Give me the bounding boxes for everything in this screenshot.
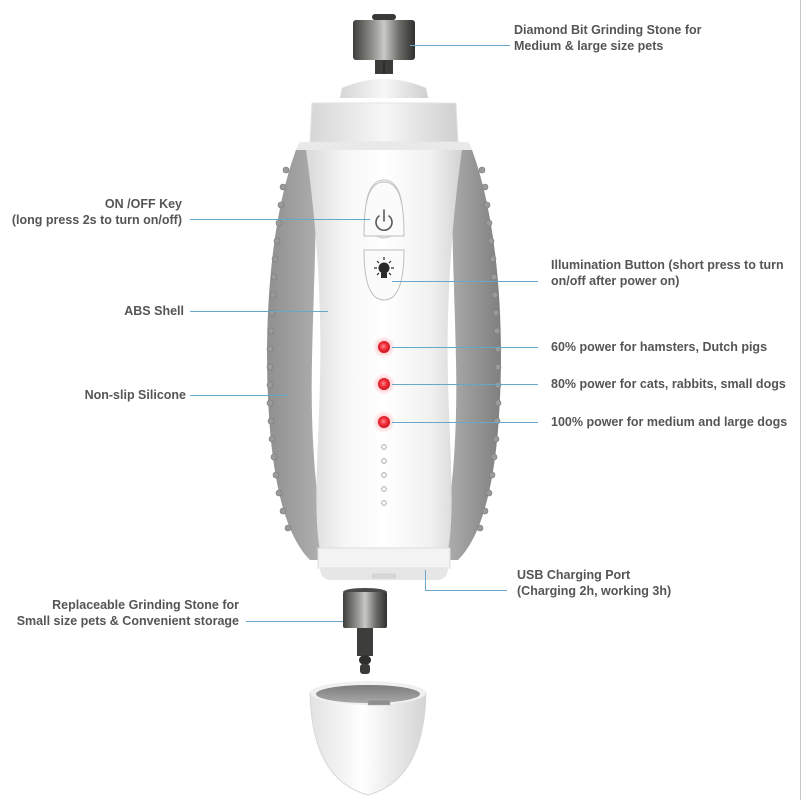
usb-port: [371, 573, 397, 579]
led-60: [378, 341, 390, 353]
button-panel: [363, 179, 405, 301]
silicone-bumps-left: [266, 166, 292, 532]
silicone-bumps-right: [476, 166, 502, 532]
leader-usb-vertical: [425, 570, 426, 590]
callout-on-off-key: ON /OFF Key (long press 2s to turn on/of…: [11, 197, 182, 227]
leader-power-100: [392, 422, 538, 423]
storage-cap: [309, 681, 427, 796]
lightbulb-icon: [374, 257, 394, 278]
led-100: [378, 416, 390, 428]
callout-non-slip-silicone: Non-slip Silicone: [84, 388, 186, 402]
leader-power-80: [392, 384, 538, 385]
battery-indicator-dots: [381, 444, 387, 506]
callout-power-60: 60% power for hamsters, Dutch pigs: [551, 340, 768, 354]
callout-usb-charging-port: USB Charging Port (Charging 2h, working …: [517, 568, 672, 598]
power-icon: [375, 209, 393, 231]
diamond-bit-stone: [353, 14, 415, 74]
image-right-border: [800, 0, 801, 800]
replaceable-grinding-stone: [343, 588, 387, 674]
leader-illumination: [392, 281, 538, 282]
power-level-leds: [373, 336, 395, 433]
callout-illumination-button: Illumination Button (short press to turn…: [551, 258, 784, 288]
leader-silicone: [190, 395, 288, 396]
leader-abs-shell: [190, 311, 328, 312]
leader-on-off: [190, 219, 370, 220]
led-80: [378, 378, 390, 390]
callout-abs-shell: ABS Shell: [124, 304, 184, 318]
leader-replaceable-stone: [246, 621, 343, 622]
callout-power-80: 80% power for cats, rabbits, small dogs: [551, 377, 786, 391]
leader-power-60: [392, 347, 538, 348]
callout-power-100: 100% power for medium and large dogs: [551, 415, 788, 429]
callout-diamond-bit: Diamond Bit Grinding Stone for Medium & …: [514, 23, 702, 53]
leader-diamond-bit: [410, 45, 510, 46]
callout-replaceable-stone: Replaceable Grinding Stone for Small siz…: [16, 598, 239, 628]
leader-usb: [425, 590, 507, 591]
